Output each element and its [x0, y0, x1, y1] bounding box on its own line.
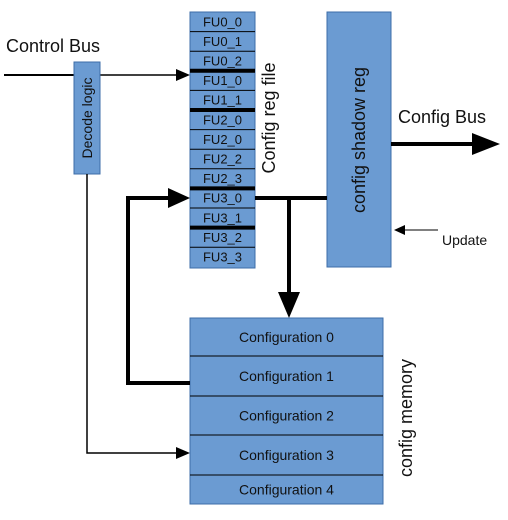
register-list: FU0_0FU0_1FU0_2FU1_0FU1_1FU2_0FU2_0FU2_2…	[190, 14, 255, 265]
decode-to-regfile-arrowhead	[176, 69, 190, 81]
memory-slot-label: Configuration 1	[239, 368, 334, 384]
register-label: FU2_2	[203, 152, 242, 167]
config-reg-file-label: Config reg file	[259, 62, 279, 173]
config-memory-box	[189, 317, 384, 505]
decode-to-memory-line	[86, 174, 182, 454]
register-label: FU1_1	[203, 93, 242, 108]
config-bus-label: Config Bus	[398, 107, 486, 127]
register-label: FU2_3	[203, 171, 242, 186]
config-shadow-reg-box	[326, 11, 392, 268]
memory-list: Configuration 0 Configuration 1 Configurat…	[190, 329, 383, 498]
register-label: FU3_2	[203, 230, 242, 245]
register-label: FU3_3	[203, 250, 242, 265]
memory-slot-label: Configuration 3	[239, 447, 334, 463]
config-shadow-reg-label: config shadow reg	[349, 67, 369, 213]
config-bus-arrowhead	[472, 133, 500, 155]
register-label: FU0_1	[203, 34, 242, 49]
update-arrowhead	[394, 225, 405, 235]
config-reg-file-box	[189, 11, 256, 269]
register-label: FU2_0	[203, 112, 242, 127]
memory-slot-label: Configuration 0	[239, 329, 334, 345]
bus-to-memory-arrowhead	[278, 292, 300, 318]
register-label: FU3_1	[203, 210, 242, 225]
config-memory-label: config memory	[396, 359, 416, 477]
register-label: FU3_0	[203, 191, 242, 206]
register-label: FU1_0	[203, 73, 242, 88]
register-label: FU0_0	[203, 14, 242, 29]
memory-slot-label: Configuration 2	[239, 408, 334, 424]
memory-feedback-arrowhead	[168, 188, 190, 208]
decode-logic-label: Decode logic	[79, 78, 95, 159]
decode-logic-box	[73, 61, 101, 175]
register-label: FU2_0	[203, 132, 242, 147]
control-bus-label: Control Bus	[6, 36, 100, 56]
register-label: FU0_2	[203, 54, 242, 69]
memory-feedback-line	[126, 196, 190, 385]
decode-to-memory-arrowhead	[176, 447, 190, 459]
update-label: Update	[442, 232, 487, 248]
memory-slot-label: Configuration 4	[239, 482, 334, 498]
